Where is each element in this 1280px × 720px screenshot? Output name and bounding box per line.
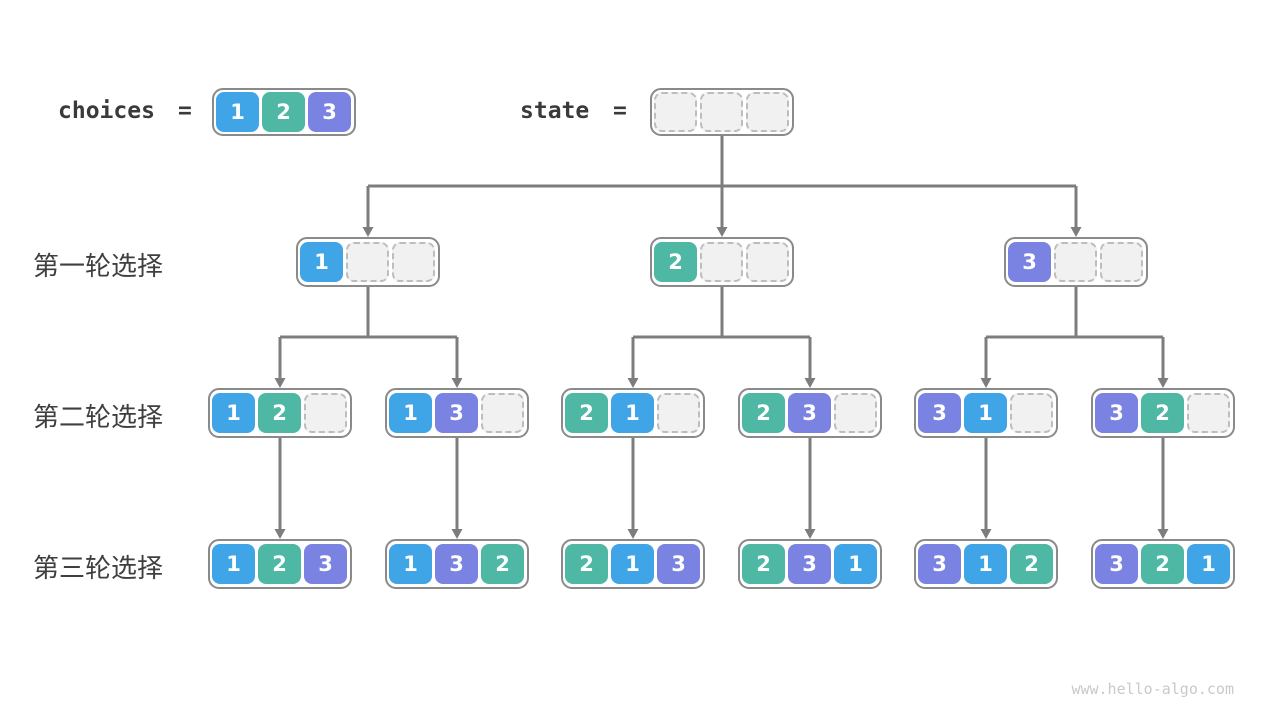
- value-cell-3: 3: [304, 544, 347, 584]
- value-cell-1: 1: [964, 544, 1007, 584]
- row-label-1: 第一轮选择: [33, 252, 164, 282]
- value-cell-2: 2: [654, 242, 697, 282]
- value-cell-2: 2: [262, 92, 305, 132]
- value-cell-1: 1: [212, 393, 255, 433]
- arrowhead-icon: [274, 378, 286, 388]
- value-cell-3: 3: [918, 544, 961, 584]
- empty-cell: [1100, 242, 1143, 282]
- value-cell-3: 3: [1095, 544, 1138, 584]
- arrowhead-icon: [1157, 378, 1169, 388]
- value-cell-3: 3: [435, 393, 478, 433]
- value-cell-1: 1: [964, 393, 1007, 433]
- empty-cell: [654, 92, 697, 132]
- value-cell-2: 2: [1141, 544, 1184, 584]
- state-box-round1-3: 3: [1004, 237, 1148, 287]
- arrowhead-icon: [1157, 529, 1169, 539]
- value-cell-2: 2: [481, 544, 524, 584]
- arrowhead-icon: [716, 227, 728, 237]
- arrowhead-icon: [451, 378, 463, 388]
- state-array-box: [650, 88, 794, 136]
- connector-lines: [278, 136, 1165, 530]
- value-cell-2: 2: [1141, 393, 1184, 433]
- value-cell-1: 1: [389, 393, 432, 433]
- value-cell-2: 2: [258, 544, 301, 584]
- empty-cell: [746, 92, 789, 132]
- arrowhead-icon: [980, 378, 992, 388]
- empty-cell: [346, 242, 389, 282]
- value-cell-2: 2: [742, 544, 785, 584]
- value-cell-1: 1: [611, 393, 654, 433]
- value-cell-3: 3: [657, 544, 700, 584]
- value-cell-2: 2: [258, 393, 301, 433]
- arrowhead-icon: [274, 529, 286, 539]
- value-cell-3: 3: [435, 544, 478, 584]
- watermark: www.hello-algo.com: [1071, 680, 1234, 698]
- value-cell-2: 2: [1010, 544, 1053, 584]
- choices-equals-sign: =: [178, 98, 192, 124]
- empty-cell: [304, 393, 347, 433]
- arrowhead-icon: [980, 529, 992, 539]
- empty-cell: [746, 242, 789, 282]
- row-label-2: 第二轮选择: [33, 403, 164, 433]
- empty-cell: [657, 393, 700, 433]
- value-cell-3: 3: [788, 544, 831, 584]
- value-cell-2: 2: [565, 544, 608, 584]
- value-cell-3: 3: [1095, 393, 1138, 433]
- value-cell-3: 3: [788, 393, 831, 433]
- arrowhead-icon: [1070, 227, 1082, 237]
- arrowhead-icon: [804, 378, 816, 388]
- value-cell-1: 1: [834, 544, 877, 584]
- value-cell-3: 3: [918, 393, 961, 433]
- value-cell-3: 3: [308, 92, 351, 132]
- arrowhead-icon: [362, 227, 374, 237]
- empty-cell: [481, 393, 524, 433]
- empty-cell: [834, 393, 877, 433]
- value-cell-1: 1: [216, 92, 259, 132]
- state-label: state: [520, 98, 590, 124]
- empty-cell: [700, 92, 743, 132]
- empty-cell: [700, 242, 743, 282]
- row-label-3: 第三轮选择: [33, 554, 164, 584]
- arrowhead-icon: [451, 529, 463, 539]
- empty-cell: [1010, 393, 1053, 433]
- empty-cell: [1054, 242, 1097, 282]
- state-box-round1-2: 2: [650, 237, 794, 287]
- arrowhead-icon: [804, 529, 816, 539]
- choices-label: choices: [58, 98, 155, 124]
- state-box-round1-1: 1: [296, 237, 440, 287]
- empty-cell: [1187, 393, 1230, 433]
- value-cell-2: 2: [742, 393, 785, 433]
- value-cell-1: 1: [611, 544, 654, 584]
- value-cell-1: 1: [212, 544, 255, 584]
- value-cell-1: 1: [300, 242, 343, 282]
- empty-cell: [392, 242, 435, 282]
- value-cell-3: 3: [1008, 242, 1051, 282]
- arrowhead-icon: [627, 529, 639, 539]
- arrowhead-icon: [627, 378, 639, 388]
- value-cell-2: 2: [565, 393, 608, 433]
- value-cell-1: 1: [389, 544, 432, 584]
- value-cell-1: 1: [1187, 544, 1230, 584]
- state-equals-sign: =: [613, 98, 627, 124]
